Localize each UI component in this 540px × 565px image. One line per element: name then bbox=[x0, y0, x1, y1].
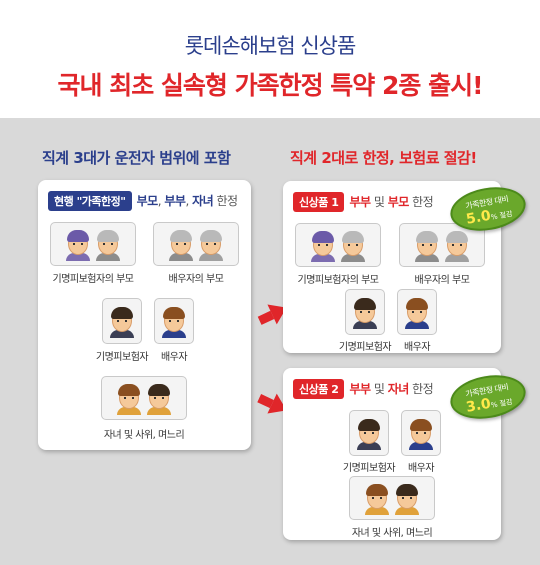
product-2-scope: 부부 및 자녀 한정 bbox=[349, 382, 434, 396]
man-icon bbox=[356, 418, 382, 450]
girl-icon bbox=[394, 483, 420, 515]
caption-spouse-parents: 배우자의 부모 bbox=[168, 274, 224, 285]
caption-insured: 기명피보험자 bbox=[338, 342, 392, 353]
headline: 국내 최초 실속형 가족한정 특약 2종 출시! bbox=[57, 71, 483, 100]
card-spouse bbox=[401, 410, 441, 456]
card-insured-parents bbox=[295, 223, 381, 267]
caption-children: 자녀 및 사위, 며느리 bbox=[351, 528, 433, 539]
grandfather-icon bbox=[340, 230, 366, 262]
card-insured bbox=[349, 410, 389, 456]
caption-insured: 기명피보험자 bbox=[342, 463, 396, 474]
caption-spouse-parents: 배우자의 부모 bbox=[414, 275, 470, 286]
product-2-tag: 신상품 2 bbox=[293, 379, 345, 399]
grandfather-icon bbox=[414, 230, 440, 262]
subtitle: 롯데손해보험 신상품 bbox=[184, 34, 357, 58]
grandmother-icon bbox=[310, 230, 336, 262]
current-plan-panel: 현행 "가족한정" 부모, 부부, 자녀 한정 기명피보험자의 부모 배우자의 … bbox=[38, 180, 251, 450]
caption-children: 자녀 및 사위, 며느리 bbox=[103, 430, 185, 441]
product-1-scope: 부부 및 부모 한정 bbox=[349, 195, 434, 209]
caption-spouse: 배우자 bbox=[160, 352, 188, 363]
grandmother-icon bbox=[198, 229, 224, 261]
caption-insured: 기명피보험자 bbox=[95, 352, 149, 363]
grandmother-icon bbox=[444, 230, 470, 262]
woman-icon bbox=[404, 297, 430, 329]
card-insured bbox=[345, 289, 385, 335]
card-insured bbox=[102, 298, 142, 344]
caption-spouse: 배우자 bbox=[403, 342, 431, 353]
caption-spouse: 배우자 bbox=[407, 463, 435, 474]
card-spouse bbox=[154, 298, 194, 344]
product-1-tag: 신상품 1 bbox=[293, 192, 345, 212]
product-2-panel: 신상품 2 부부 및 자녀 한정 기명피보험자 배우자 자녀 및 사위, 며느리 bbox=[283, 368, 501, 540]
card-spouse-parents bbox=[399, 223, 485, 267]
man-icon bbox=[109, 306, 135, 338]
left-section-title: 직계 3대가 운전자 범위에 포함 bbox=[42, 149, 231, 167]
card-spouse-parents bbox=[153, 222, 239, 266]
woman-icon bbox=[408, 418, 434, 450]
card-children bbox=[349, 476, 435, 520]
girl-icon bbox=[146, 383, 172, 415]
card-spouse bbox=[397, 289, 437, 335]
grandfather-icon bbox=[168, 229, 194, 261]
man-icon bbox=[352, 297, 378, 329]
card-children bbox=[101, 376, 187, 420]
current-plan-tag: 현행 "가족한정" bbox=[48, 191, 132, 211]
card-insured-parents bbox=[50, 222, 136, 266]
grandfather-icon bbox=[95, 229, 121, 261]
current-plan-scope: 부모, 부부, 자녀 한정 bbox=[136, 194, 238, 208]
right-section-title: 직계 2대로 한정, 보험료 절감! bbox=[290, 149, 477, 167]
grandmother-icon bbox=[65, 229, 91, 261]
caption-insured-parents: 기명피보험자의 부모 bbox=[52, 274, 134, 285]
header-area bbox=[0, 0, 540, 118]
caption-insured-parents: 기명피보험자의 부모 bbox=[297, 275, 379, 286]
woman-icon bbox=[161, 306, 187, 338]
boy-icon bbox=[364, 483, 390, 515]
boy-icon bbox=[116, 383, 142, 415]
